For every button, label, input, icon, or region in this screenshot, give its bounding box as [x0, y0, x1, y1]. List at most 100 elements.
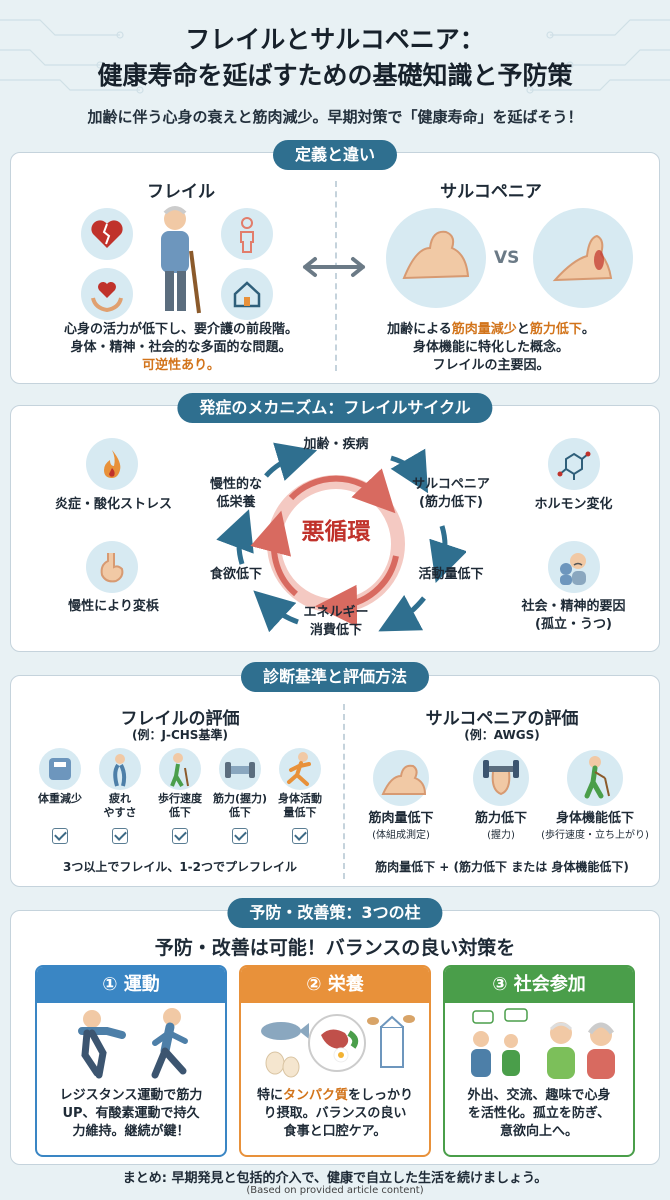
cycle-step-malnutrition: 慢性的な 低栄養	[186, 476, 286, 512]
dumbbell-hand-icon	[473, 750, 529, 806]
cycle-step-sarcopenia: サルコペニア (筋力低下)	[396, 476, 506, 512]
text-segment: と	[516, 322, 530, 337]
summary-text: まとめ: 早期発見と包括的介入で、健康で自立した生活を続けましょう。	[122, 1171, 548, 1186]
cycle-step-aging: 加齢・疾病	[303, 437, 369, 452]
factor-social: 社会・精神的要因 (孤立・うつ)	[491, 598, 656, 634]
factor-chronic: 慢性により変梹	[68, 599, 159, 614]
pillar-exercise-line3: 力維持。継続が鍵！	[72, 1124, 190, 1139]
frailty-criterion-label: 疲れやすさ	[87, 792, 153, 820]
pillar-nutrition-title: ② 栄養	[241, 967, 429, 1003]
pillar-nutrition-text: 特にタンパク質をしっかり り摂取。バランスの良い 食事と口腔ケア。	[241, 1087, 429, 1141]
frailty-desc-line2: 身体・精神・社会的な多面的な問題。	[70, 340, 292, 355]
source-note: (Based on provided article content)	[246, 1185, 424, 1196]
page-title: フレイルとサルコペニア： 健康寿命を延ばすための基礎知識と予防策	[0, 22, 670, 94]
criterion-label: 筋肉量低下	[368, 811, 434, 826]
sarcopenia-eval-note: 筋肉量低下 + (筋力低下 または 身体機能低下)	[375, 860, 629, 874]
diagnosis-card: フレイルの評価 (例：J-CHS基準) 体重減少疲れやすさ歩行速度低下筋力(握力…	[10, 675, 660, 887]
page-subtitle: 加齢に伴う心身の衰えと筋肉減少。早期対策で「健康寿命」を延ばそう！	[87, 108, 583, 126]
checkbox-checked[interactable]	[112, 828, 128, 844]
exercise-people-icon	[78, 1008, 188, 1079]
running-person-icon	[279, 748, 321, 790]
checkbox-checked[interactable]	[232, 828, 248, 844]
criterion-sublabel: (体組成測定)	[372, 830, 430, 841]
cycle-step-appetite: 食欲低下	[209, 567, 262, 582]
sarcopenia-desc-line1: 加齢による筋肉量減少と筋力低下。	[341, 321, 641, 339]
cycle-step-activity: 活動量低下	[418, 567, 484, 582]
pillar-exercise-line1: レジスタンス運動で筋力	[59, 1088, 203, 1103]
sarcopenia-criterion-label: 筋力低下(握力)	[441, 810, 561, 844]
criterion-label-line2: 低下	[169, 806, 191, 819]
sarcopenia-description: 加齢による筋肉量減少と筋力低下。 身体機能に特化した概念。 フレイルの主要因。	[341, 321, 641, 375]
checkbox-checked[interactable]	[52, 828, 68, 844]
pillar-social-line2: を活性化。孤立を防ぎ、	[467, 1106, 611, 1121]
circuit-decoration-right	[526, 19, 670, 94]
frailty-eval-title: フレイルの評価	[120, 709, 240, 729]
pillar-exercise-line2: UP、有酸素運動で持久	[62, 1106, 200, 1121]
text-segment: 。	[581, 322, 595, 337]
criterion-sublabel: (歩行速度・立ち上がり)	[541, 830, 649, 841]
sarcopenia-criterion-label: 身体機能低下 (歩行速度・立ち上がり)	[535, 810, 655, 844]
tired-person-icon	[99, 748, 141, 790]
page-title-line2: 健康寿命を延ばすための基礎知識と予防策	[97, 61, 573, 90]
prevention-headline: 予防・改善は可能！バランスの良い対策を	[154, 937, 516, 959]
sarcopenia-desc-line3: フレイルの主要因。	[432, 358, 550, 373]
pillar-social-line3: 意欲向上へ。	[499, 1124, 578, 1139]
pillar-nutrition: ② 栄養 特にタンパク質をしっかり り摂取。バランスの良い 食事と口腔ケア。	[239, 965, 431, 1157]
criterion-label-line1: 体重減少	[38, 792, 82, 805]
criterion-label-line2: やすさ	[103, 806, 137, 819]
grip-strength-icon	[219, 748, 261, 790]
molecule-icon	[548, 438, 600, 490]
pillar-exercise: ① 運動 レジスタンス運動で筋力 UP、有酸素運動で持久 力維持。継続が鍵！	[35, 965, 227, 1157]
healthy-food-icon	[261, 1014, 415, 1078]
pillar-social-text: 外出、交流、趣味で心身 を活性化。孤立を防ぎ、 意欲向上へ。	[445, 1087, 633, 1141]
pillar-exercise-title: ① 運動	[37, 967, 225, 1003]
pillar-exercise-text: レジスタンス運動で筋力 UP、有酸素運動で持久 力維持。継続が鍵！	[37, 1087, 225, 1141]
cycle-step-energy-line1: エネルギー	[303, 605, 369, 620]
scale-icon	[39, 748, 81, 790]
sarcopenia-title: サルコペニア	[440, 182, 542, 202]
criterion-label-line1: 身体活動	[278, 792, 322, 805]
flexed-arm-icon	[373, 750, 429, 806]
frailty-criterion-label: 身体活動量低下	[267, 792, 333, 820]
highlight-muscle-strength: 筋力低下	[529, 322, 582, 337]
sad-people-icon	[548, 541, 600, 593]
versus-label: VS	[494, 248, 520, 268]
cycle-step-malnutrition-line2: 低栄養	[216, 495, 256, 510]
checkbox-checked[interactable]	[172, 828, 188, 844]
divider	[343, 704, 345, 879]
section-header-prevention: 予防・改善策：3つの柱	[227, 898, 443, 928]
frailty-title: フレイル	[147, 182, 215, 202]
page-title-line1: フレイルとサルコペニア：	[185, 25, 485, 54]
criterion-label-line2: 低下	[229, 806, 251, 819]
criterion-label-line1: 歩行速度	[158, 792, 202, 805]
frailty-criterion-label: 歩行速度低下	[147, 792, 213, 820]
text-segment: 特に	[256, 1088, 283, 1103]
circuit-decoration-left	[0, 19, 144, 94]
criterion-label: 身体機能低下	[555, 811, 634, 826]
walking-cane-icon	[159, 748, 201, 790]
heart-hands-icon	[81, 268, 133, 320]
cycle-step-malnutrition-line1: 慢性的な	[209, 477, 262, 492]
criterion-label: 筋力低下	[474, 811, 527, 826]
double-arrow-icon	[303, 257, 365, 277]
section-header-mechanism: 発症のメカニズム：フレイルサイクル	[177, 393, 493, 423]
criterion-label-line1: 筋力(握力)	[212, 792, 268, 805]
sarcopenia-criterion-label: 筋肉量低下 (体組成測定)	[341, 810, 461, 844]
fire-icon	[86, 438, 138, 490]
factor-inflammation: 炎症・酸化ストレス	[54, 497, 172, 512]
vicious-cycle-label: 悪循環	[301, 519, 371, 545]
pillar-nutrition-line2: り摂取。バランスの良い	[263, 1106, 407, 1121]
section-header-diagnosis: 診断基準と評価方法	[240, 662, 430, 692]
cycle-step-sarcopenia-line1: サルコペニア	[412, 477, 490, 492]
elderly-person-cane-icon	[143, 203, 213, 318]
sarcopenia-desc-line2: 身体機能に特化した概念。	[412, 340, 569, 355]
frailty-criterion-label: 体重減少	[27, 792, 93, 806]
frailty-cycle-diagram	[216, 442, 466, 633]
pillar-social-title: ③ 社会参加	[445, 967, 633, 1003]
factor-hormone: ホルモン変化	[534, 497, 613, 512]
frailty-eval-note: 3つ以上でフレイル、1-2つでプレフレイル	[62, 860, 298, 874]
stomach-icon	[86, 541, 138, 593]
checkbox-checked[interactable]	[292, 828, 308, 844]
strong-arm-icon	[386, 208, 486, 308]
text-segment: をしっかり	[348, 1088, 414, 1103]
